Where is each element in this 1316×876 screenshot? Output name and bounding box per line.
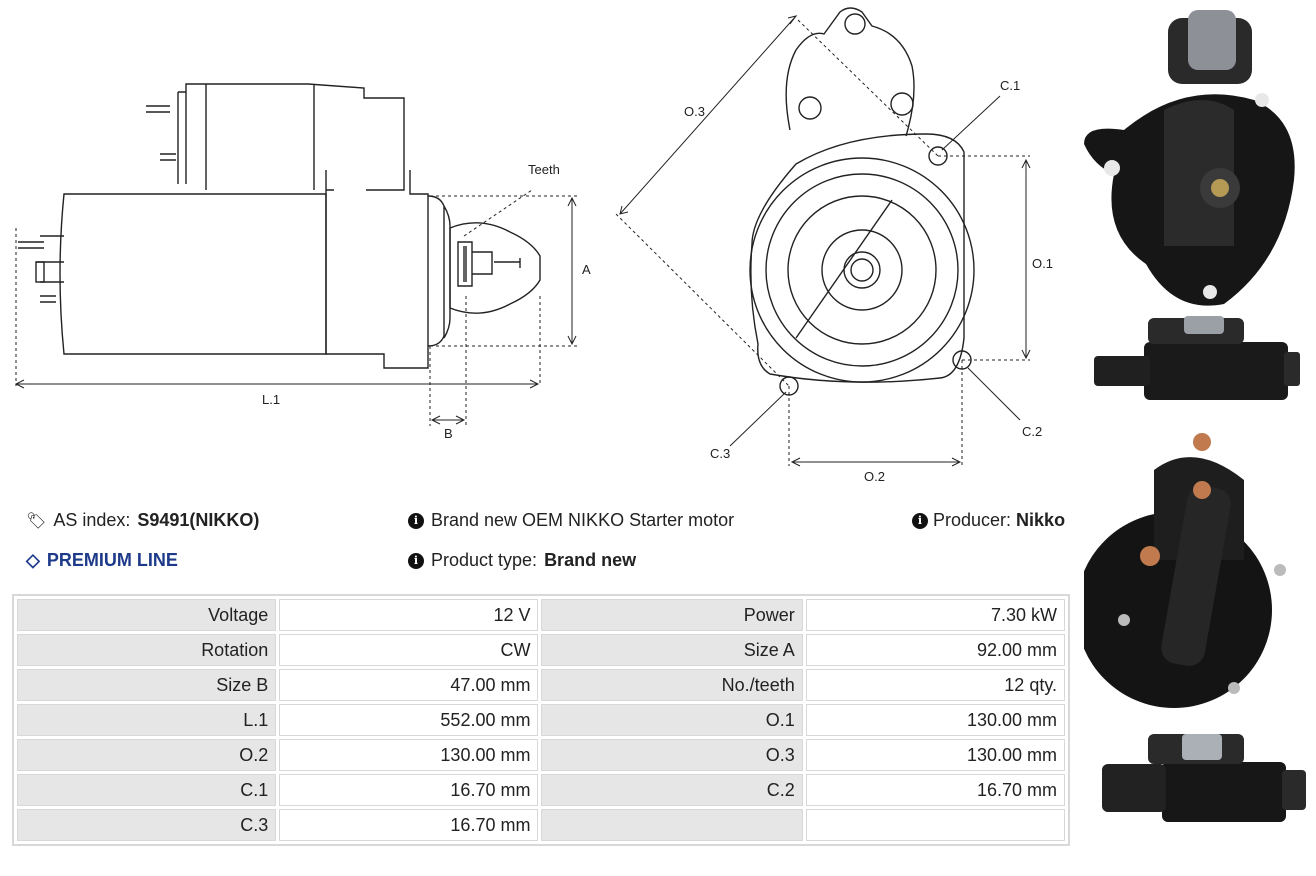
- dim-a-label: A: [582, 262, 591, 277]
- diamond-icon: ◇: [26, 550, 40, 570]
- table-row: Rotation CW Size A 92.00 mm: [13, 631, 1069, 669]
- product-type-label: Product type:: [431, 550, 538, 570]
- spec-value: 47.00 mm: [276, 666, 542, 704]
- spec-key: Size A: [538, 631, 806, 669]
- producer: i Producer: Nikko: [912, 510, 1065, 531]
- starter-rear-photo[interactable]: [1084, 433, 1286, 708]
- dim-c1-label: C.1: [1000, 78, 1020, 93]
- table-row: Size B 47.00 mm No./teeth 12 qty.: [13, 666, 1069, 704]
- producer-label: Producer:: [933, 510, 1012, 530]
- table-row: C.3 16.70 mm: [13, 806, 1069, 844]
- pinion-housing: [449, 222, 541, 314]
- spec-value: 16.70 mm: [276, 806, 542, 844]
- dim-o3-label: O.3: [684, 104, 705, 119]
- as-index: 🏷︎ AS index: S9491(NIKKO): [26, 510, 259, 531]
- starter-side-photo-2[interactable]: [1102, 734, 1306, 822]
- product-type: i Product type: Brand new: [408, 550, 636, 571]
- product-photos: [1084, 10, 1306, 822]
- solenoid: [177, 83, 405, 191]
- spec-value: 130.00 mm: [802, 736, 1069, 774]
- spec-key: [538, 806, 806, 844]
- starter-front-photo[interactable]: [1084, 10, 1295, 306]
- spec-value: [802, 806, 1069, 844]
- flange-body: [750, 133, 965, 383]
- teeth-label: Teeth: [528, 162, 560, 177]
- spec-key: No./teeth: [538, 666, 806, 704]
- dim-c3-label: C.3: [710, 446, 730, 461]
- dim-l1-label: L.1: [262, 392, 280, 407]
- as-index-label: AS index:: [53, 510, 131, 530]
- dim-o1-label: O.1: [1032, 256, 1053, 271]
- info-icon: i: [408, 552, 424, 569]
- dim-b-label: B: [444, 426, 453, 441]
- table-row: C.1 16.70 mm C.2 16.70 mm: [13, 771, 1069, 809]
- spec-value: CW: [276, 631, 542, 669]
- premium-line-label: PREMIUM LINE: [46, 550, 178, 570]
- dim-c2-label: C.2: [1022, 424, 1042, 439]
- table-row: Voltage 12 V Power 7.30 kW: [13, 596, 1069, 634]
- spec-key: Size B: [13, 666, 280, 704]
- spec-key: O.1: [538, 701, 806, 739]
- spec-key: O.3: [538, 736, 806, 774]
- info-icon: i: [408, 512, 424, 529]
- spec-value: 16.70 mm: [802, 771, 1069, 809]
- table-row: L.1 552.00 mm O.1 130.00 mm: [13, 701, 1069, 739]
- tag-icon: 🏷︎: [26, 512, 47, 530]
- terminal-stud: [146, 105, 176, 161]
- description-text: Brand new OEM NIKKO Starter motor: [431, 510, 735, 530]
- spec-key: Rotation: [13, 631, 280, 669]
- side-view-drawing: Teeth A B L.1: [14, 83, 591, 441]
- as-index-value: S9491(NIKKO): [137, 510, 260, 530]
- description: i Brand new OEM NIKKO Starter motor: [408, 510, 734, 531]
- spec-key: Power: [538, 596, 806, 634]
- spec-key: Voltage: [13, 596, 280, 634]
- spec-value: 12 qty.: [802, 666, 1069, 704]
- mounting-ear: [785, 7, 915, 137]
- front-view-drawing: O.3 C.1 O.1 C.2 C.3 O.2: [615, 7, 1053, 484]
- spec-value: 16.70 mm: [276, 771, 542, 809]
- info-icon: i: [912, 512, 928, 529]
- spec-key: C.1: [13, 771, 280, 809]
- spec-value: 12 V: [276, 596, 542, 634]
- dim-o2-label: O.2: [864, 469, 885, 484]
- housing-outer-circle: [749, 157, 975, 383]
- specs-table: Voltage 12 V Power 7.30 kW Rotation CW S…: [12, 594, 1070, 846]
- spec-key: L.1: [13, 701, 280, 739]
- spec-key: C.2: [538, 771, 806, 809]
- starter-side-photo[interactable]: [1094, 316, 1300, 400]
- spec-value: 130.00 mm: [276, 736, 542, 774]
- motor-body: [59, 193, 327, 355]
- producer-value: Nikko: [1016, 510, 1066, 530]
- table-row: O.2 130.00 mm O.3 130.00 mm: [13, 736, 1069, 774]
- product-type-value: Brand new: [544, 550, 637, 570]
- spec-key: O.2: [13, 736, 280, 774]
- spec-value: 552.00 mm: [276, 701, 542, 739]
- premium-line-badge[interactable]: ◇ PREMIUM LINE: [26, 550, 178, 571]
- spec-value: 130.00 mm: [802, 701, 1069, 739]
- spec-value: 7.30 kW: [802, 596, 1069, 634]
- spec-key: C.3: [13, 806, 280, 844]
- spec-value: 92.00 mm: [802, 631, 1069, 669]
